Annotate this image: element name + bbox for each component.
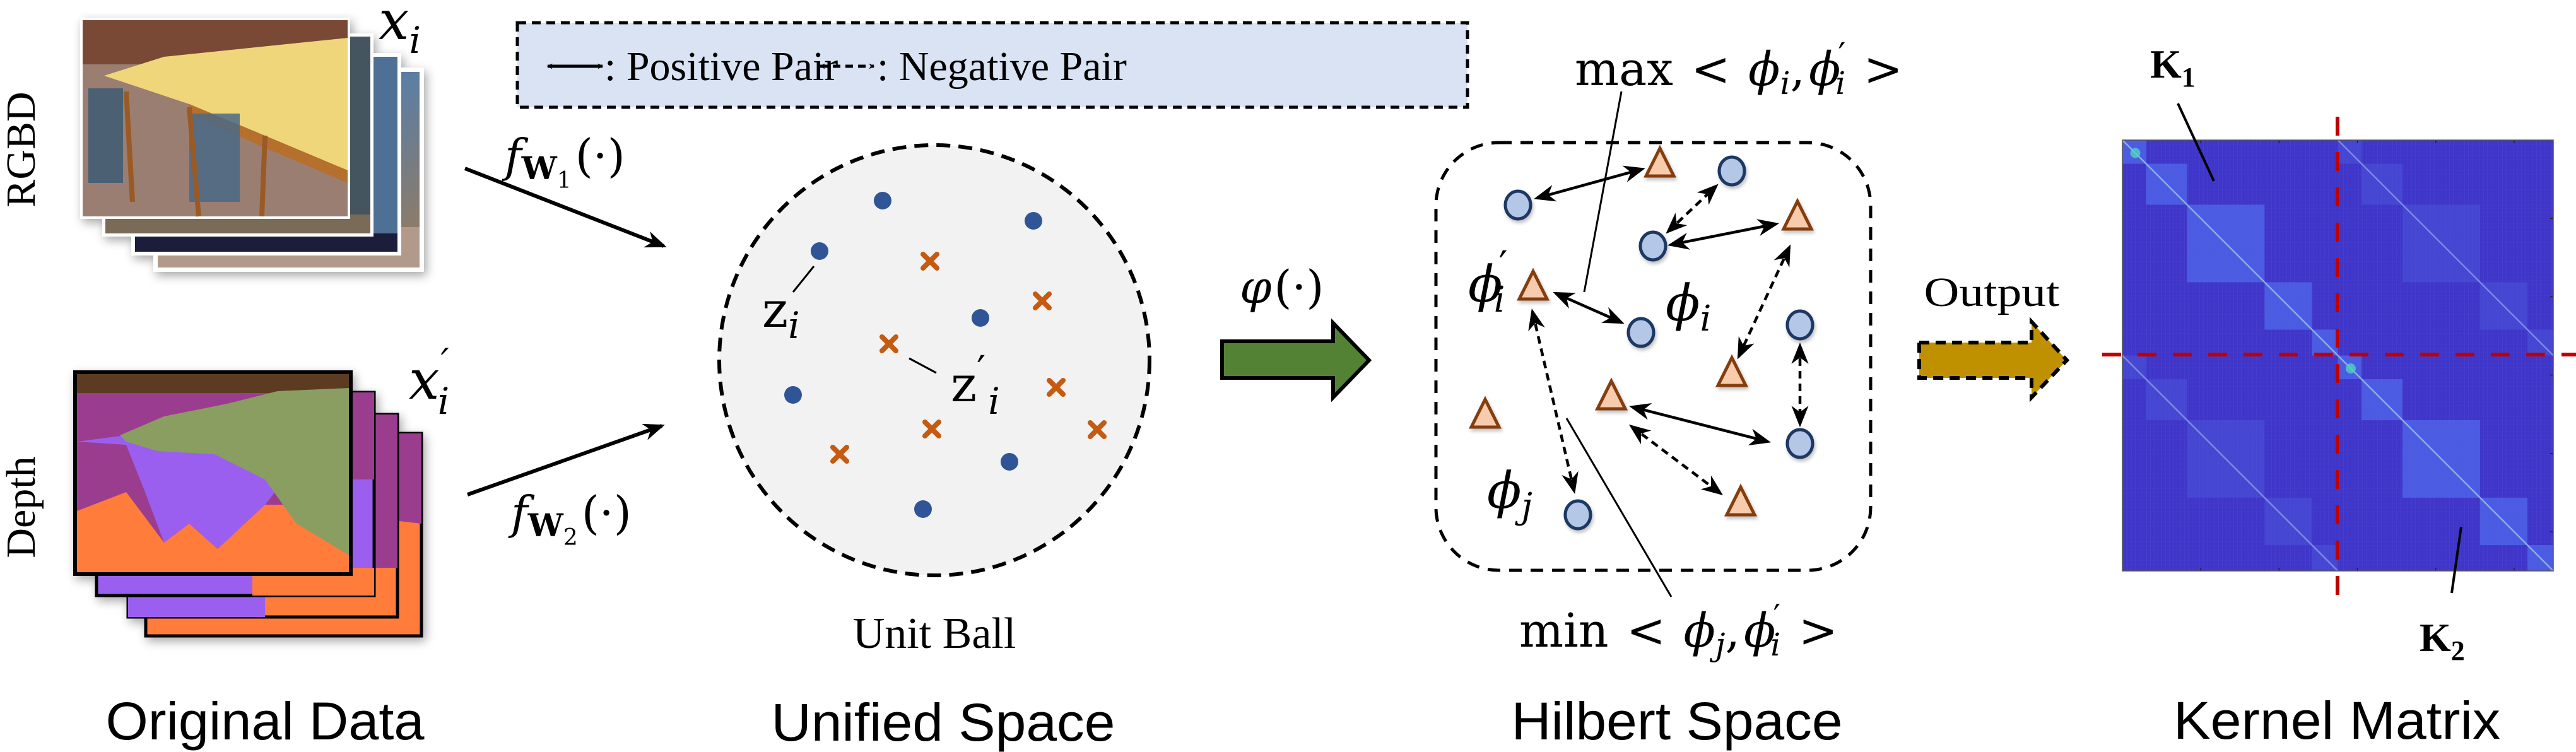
embedding-dot xyxy=(972,309,989,327)
embedding-cross xyxy=(922,420,941,438)
embedding-cross xyxy=(1033,291,1052,310)
hilbert-triangle xyxy=(1715,354,1749,387)
output-arrow: Output xyxy=(1917,269,2070,402)
embedding-cross xyxy=(879,334,898,353)
embedding-cross xyxy=(830,445,849,464)
zi-leader-line xyxy=(792,266,815,293)
unit-ball xyxy=(717,143,1151,577)
max-objective-label: max < ϕi,ϕ′i > xyxy=(1575,37,1903,105)
kernel-diagonal xyxy=(2337,355,2554,572)
k2-label: K2 xyxy=(2420,615,2465,666)
encoder-label-rgbd: fW1(·) xyxy=(502,129,625,194)
output-label: Output xyxy=(1924,269,2060,315)
hilbert-points xyxy=(1468,144,1814,531)
rgbd-label: RGBD xyxy=(0,91,44,207)
hilbert-circle xyxy=(1785,309,1814,341)
hilbert-circle xyxy=(1638,230,1667,262)
hilbert-box xyxy=(1434,141,1873,572)
legend-box xyxy=(515,21,1469,109)
kernel-matrix-panel: K1 K2 Kernel Matrix xyxy=(2102,42,2576,750)
embedding-cross xyxy=(1088,420,1107,439)
kernel-diagonal xyxy=(2122,355,2339,572)
unified-space-panel: zi z′i Unit Ball Unified Space xyxy=(717,143,1151,752)
max-leader-line xyxy=(1583,91,1623,293)
positive-pair-arrow xyxy=(1629,402,1771,446)
hilbert-space-panel: ϕ′i ϕi ϕj max < ϕi,ϕ′i > min < ϕj,ϕ′i > … xyxy=(1434,37,1903,751)
positive-pair-arrow xyxy=(1534,165,1645,202)
k1-label: K1 xyxy=(2150,42,2196,93)
hilbert-triangle xyxy=(1468,396,1502,429)
embedding-dot xyxy=(811,242,828,260)
embedding-dot xyxy=(1001,453,1018,471)
hilbert-circle xyxy=(1503,189,1532,221)
rgbd-frame-1 xyxy=(80,18,350,219)
kernel-hotspot xyxy=(2130,148,2141,158)
unit-ball-label: Unit Ball xyxy=(853,609,1016,658)
caption-kernel-matrix: Kernel Matrix xyxy=(2173,691,2500,750)
k2-leader-line xyxy=(2450,526,2462,594)
feature-map-arrow: φ(·) xyxy=(1220,261,1372,402)
hilbert-circle xyxy=(1785,428,1814,459)
hilbert-circle xyxy=(1717,155,1746,187)
negative-pair-arrow xyxy=(1666,184,1719,234)
caption-hilbert-space: Hilbert Space xyxy=(1512,691,1843,751)
negative-pair-arrow xyxy=(1528,308,1579,494)
hilbert-circle xyxy=(1563,499,1592,531)
kernel-matrix xyxy=(2122,139,2554,572)
k1-leader-line xyxy=(2177,103,2215,182)
green-arrow-icon xyxy=(1220,318,1372,402)
gold-arrow-icon xyxy=(1917,317,2070,402)
embedding-cross xyxy=(920,252,939,271)
encoder-arrow-depth xyxy=(466,423,665,496)
kernel-hotspot xyxy=(2345,363,2356,373)
zpi-leader-line xyxy=(909,357,937,374)
negative-pair-arrow xyxy=(1628,424,1724,496)
depth-image-stack xyxy=(73,370,423,638)
min-leader-line xyxy=(1565,418,1673,597)
zpi-label: z′i xyxy=(951,347,1000,423)
embedding-dot xyxy=(874,192,891,209)
min-objective-label: min < ϕj,ϕ′i > xyxy=(1519,598,1838,666)
original-data-panel: RGBD Depth xyxy=(0,0,449,751)
unified-points xyxy=(784,192,1107,518)
negative-pair-label: : Negative Pair xyxy=(877,44,1127,90)
phi-i-label: ϕi xyxy=(1666,274,1711,339)
hilbert-triangle xyxy=(1516,267,1550,301)
hilbert-pair-arrows xyxy=(1528,165,1809,496)
encoder-label-depth: fW2(·) xyxy=(508,486,632,551)
positive-pair-arrow xyxy=(1667,219,1780,250)
negative-pair-arrow xyxy=(1737,244,1791,360)
depth-sample-label: x′i xyxy=(409,341,449,423)
caption-original-data: Original Data xyxy=(106,691,425,751)
depth-label: Depth xyxy=(0,456,44,558)
encoder-arrow-rgbd xyxy=(464,167,667,248)
kernel-matrix-border xyxy=(2122,139,2554,572)
hilbert-triangle xyxy=(1594,377,1628,411)
rgbd-image-stack xyxy=(80,18,424,272)
positive-pair-arrow xyxy=(1553,291,1625,324)
embedding-dot xyxy=(784,386,802,404)
positive-pair-label: : Positive Pair xyxy=(604,44,838,90)
hilbert-circle xyxy=(1626,317,1656,348)
depth-frame-1 xyxy=(73,370,353,576)
hilbert-triangle xyxy=(1643,144,1677,178)
kernel-diagonal xyxy=(2122,139,2339,356)
pair-legend: : Positive Pair : Negative Pair xyxy=(515,21,1469,109)
embedding-dot xyxy=(1025,212,1042,230)
encoder-arrows: fW1(·) fW2(·) xyxy=(464,129,667,551)
hilbert-triangle xyxy=(1724,483,1758,517)
phi-prime-i-label: ϕ′i xyxy=(1468,242,1508,320)
rgbd-sample-label: xi xyxy=(379,0,421,62)
zi-label: zi xyxy=(762,282,800,347)
kernel-diagonal xyxy=(2337,139,2554,356)
phi-j-label: ϕj xyxy=(1487,461,1532,527)
hilbert-triangle xyxy=(1780,197,1814,231)
embedding-dot xyxy=(914,500,932,518)
caption-unified-space: Unified Space xyxy=(772,693,1115,752)
feature-map-label: φ(·) xyxy=(1240,261,1324,314)
embedding-cross xyxy=(1047,378,1066,397)
